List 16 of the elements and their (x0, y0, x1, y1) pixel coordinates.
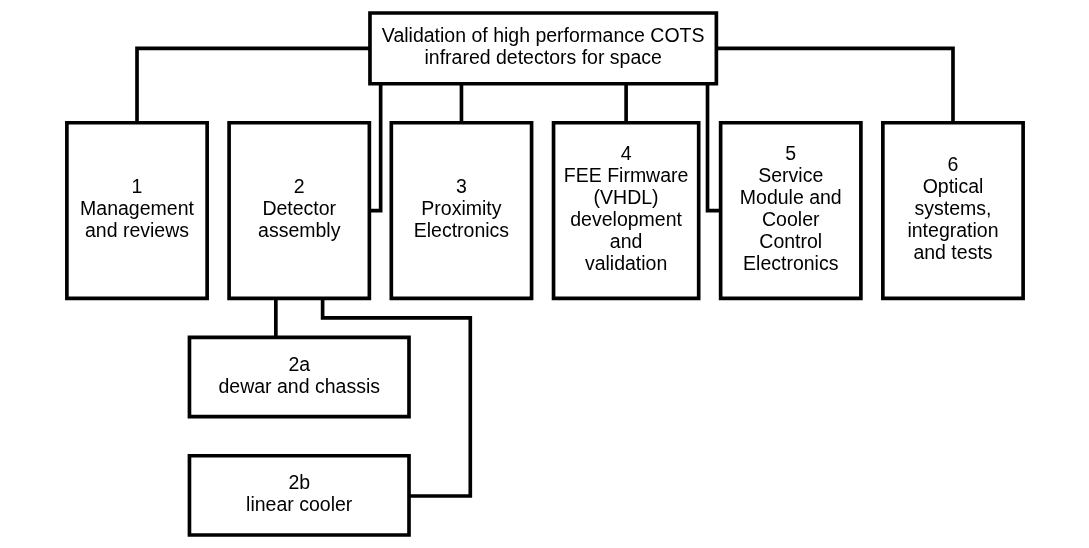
connector (623, 83, 628, 123)
node-box: Validation of high performance COTS infrared detectors for space (367, 11, 718, 86)
connector (134, 46, 370, 123)
connector (715, 46, 955, 123)
connector (705, 83, 721, 213)
connector (459, 83, 463, 123)
node-box: 5 Service Module and Cooler Control Electronics (718, 120, 863, 301)
node-box: 2a dewar and chassis (187, 335, 411, 419)
node-box: 3 Proximity Electronics (389, 120, 533, 301)
node-box: 2 Detector assembly (226, 120, 371, 301)
node-box: 1 Management and reviews (64, 120, 209, 301)
node-box: 2b linear cooler (187, 453, 411, 537)
node-box: 4 FEE Firmware (VHDL) development and validation (551, 120, 700, 301)
node-box: 6 Optical systems, integration and tests (880, 120, 1025, 301)
connector (369, 83, 382, 213)
connector (273, 298, 278, 338)
